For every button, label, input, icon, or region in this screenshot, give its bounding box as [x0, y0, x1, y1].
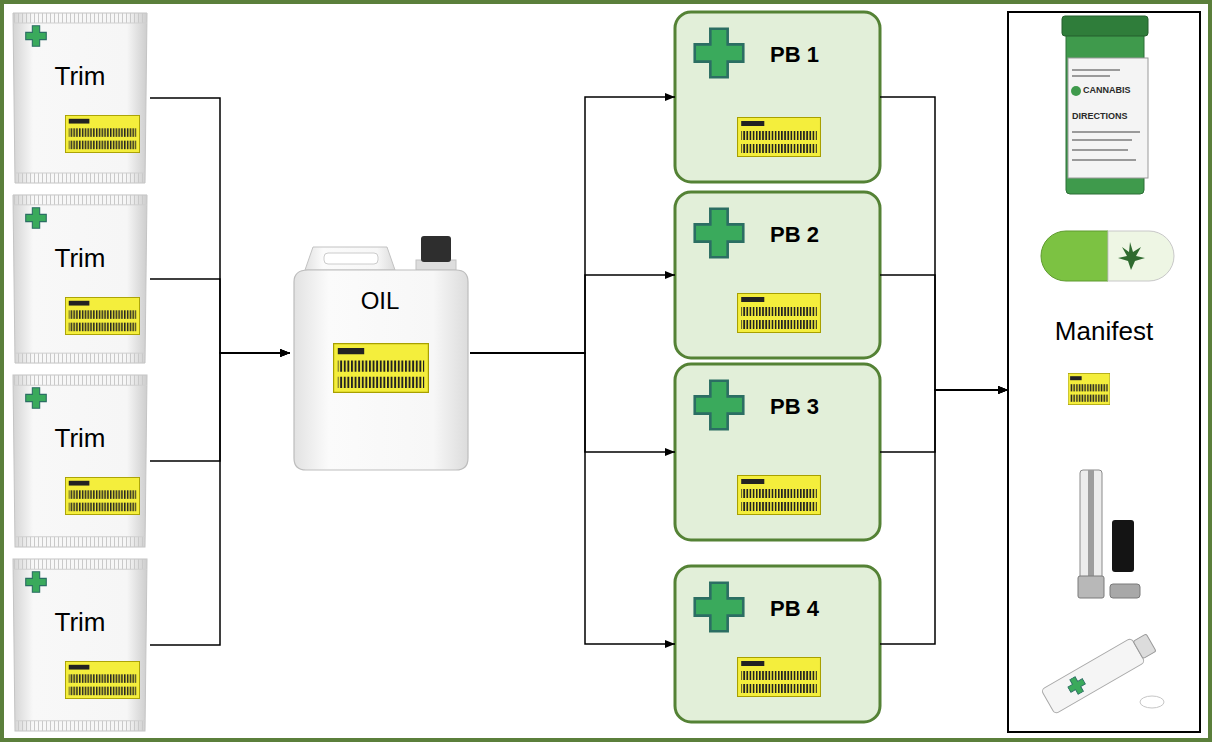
pb-box-shape	[675, 364, 880, 540]
bottle-print-lines	[1072, 70, 1140, 160]
node-label: PB 1	[770, 42, 819, 67]
pb-box-shape	[675, 192, 880, 358]
flow-arrow	[150, 353, 290, 645]
node-label: PB 4	[770, 596, 819, 621]
flow-arrow	[150, 98, 290, 353]
node-label: Trim	[10, 424, 150, 454]
pb-box-shape	[675, 12, 880, 182]
bag-figure	[13, 375, 147, 547]
node-label: OIL	[290, 287, 470, 315]
cartridge-mouthpiece	[1112, 520, 1134, 572]
flow-arrow	[880, 390, 1008, 644]
cartridge-base	[1078, 576, 1104, 598]
node-label: PB 3	[770, 394, 819, 419]
yellow-label	[738, 294, 821, 333]
green-cross	[26, 388, 47, 409]
bag-figure	[13, 195, 147, 363]
node-label: Trim	[10, 244, 150, 274]
cartridge-ring	[1110, 584, 1140, 598]
yellow-label	[1068, 373, 1109, 404]
flow-arrow	[470, 353, 675, 452]
bottle-text: DIRECTIONS	[1072, 112, 1128, 122]
tube-cap	[1133, 634, 1156, 659]
green-cross	[26, 26, 47, 47]
cream-blob	[1140, 696, 1164, 708]
yellow-label	[738, 658, 821, 697]
manifest-box-shape	[1008, 12, 1200, 732]
oil-jug: OIL	[290, 245, 470, 470]
green-cross	[1065, 674, 1088, 697]
flow-arrow	[150, 279, 290, 353]
capsule-half	[1041, 231, 1108, 281]
node-label: Manifest	[1008, 317, 1200, 347]
pb-box: PB 4	[675, 566, 880, 722]
bottle-leaf-icon	[1071, 86, 1081, 96]
flow-arrow	[880, 275, 1008, 390]
green-cross	[695, 29, 744, 78]
cartridge-glass	[1080, 470, 1102, 580]
yellow-label	[334, 344, 429, 393]
bag-figure	[13, 559, 147, 731]
jug-handle-hole	[324, 253, 378, 264]
flow-arrow	[470, 97, 675, 353]
jug-cap	[421, 236, 451, 262]
capsule-half	[1108, 231, 1174, 281]
tube-body	[1041, 638, 1145, 714]
pb-box: PB 1	[675, 12, 880, 182]
node-label: Trim	[10, 608, 150, 638]
flow-arrow	[470, 275, 675, 353]
bottle-text: CANNABIS	[1083, 86, 1131, 96]
bag-figure	[13, 13, 147, 183]
pb-box-shape	[675, 566, 880, 722]
green-cross	[695, 209, 744, 258]
green-cross	[26, 208, 47, 229]
green-cross	[695, 583, 744, 632]
yellow-label	[65, 115, 139, 152]
jug-handle	[305, 247, 395, 270]
cartridge-tube	[1088, 470, 1094, 580]
green-cross	[26, 572, 47, 593]
trim-bag: Trim	[10, 372, 150, 550]
yellow-label	[65, 477, 139, 514]
flow-arrow	[470, 353, 675, 644]
bottle-label	[1068, 58, 1148, 178]
flow-arrow	[880, 97, 1008, 390]
node-label: PB 2	[770, 222, 819, 247]
pb-box: PB 3	[675, 364, 880, 540]
trim-bag: Trim	[10, 10, 150, 186]
trim-bag: Trim	[10, 556, 150, 734]
yellow-label	[738, 476, 821, 515]
yellow-label	[738, 118, 821, 157]
yellow-label	[65, 297, 139, 334]
flow-arrow	[880, 390, 1008, 452]
trim-bag: Trim	[10, 192, 150, 366]
pb-box: PB 2	[675, 192, 880, 358]
yellow-label	[65, 661, 139, 698]
green-cross	[695, 381, 744, 430]
bottle-cap	[1062, 16, 1148, 36]
capsule-leaf	[1118, 242, 1145, 270]
node-label: Trim	[10, 62, 150, 92]
